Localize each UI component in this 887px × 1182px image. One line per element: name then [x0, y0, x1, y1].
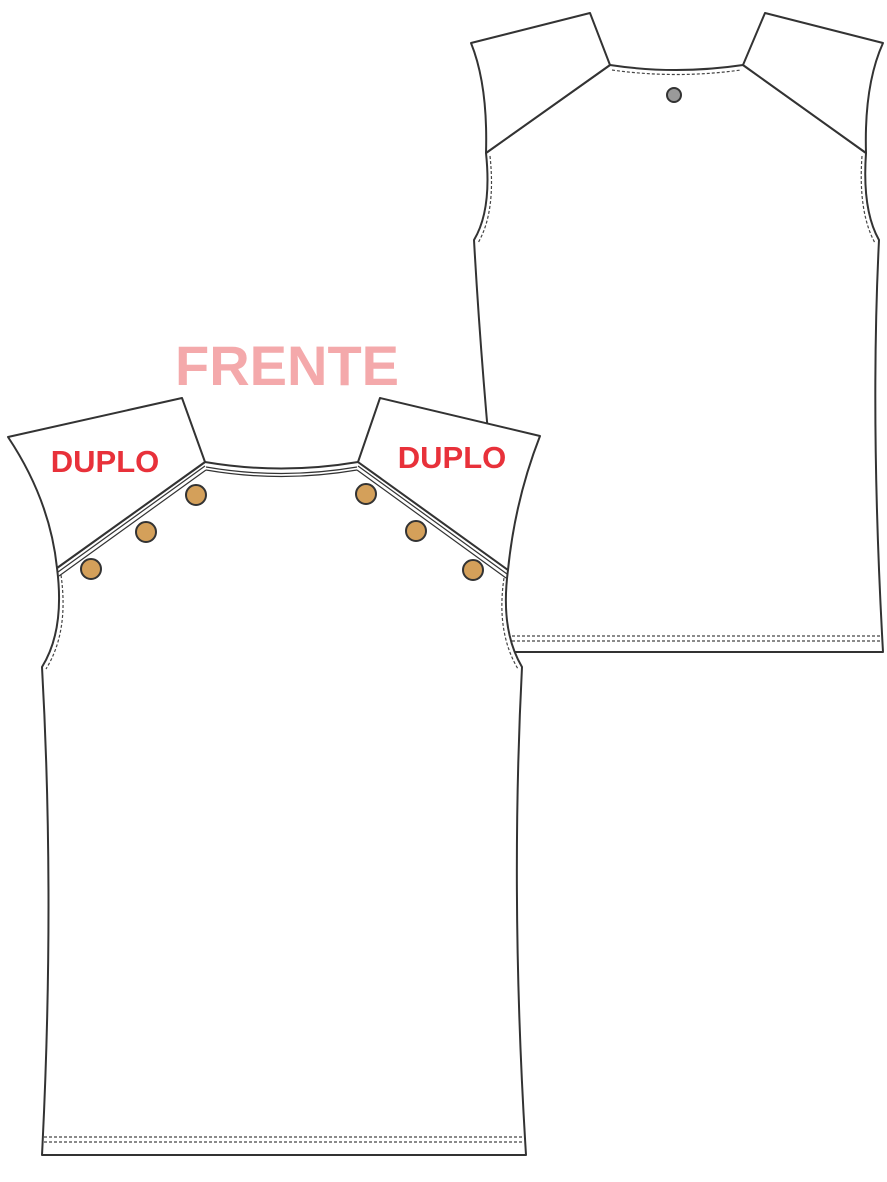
left-panel-label: DUPLO	[51, 444, 160, 479]
front-title: FRENTE	[175, 334, 399, 397]
front-right-armhole-stitch	[501, 577, 519, 670]
back-left-shoulder-panel	[470, 12, 611, 154]
back-left-armhole-stitch	[477, 155, 493, 244]
back-view	[470, 12, 884, 653]
front-button	[462, 559, 484, 581]
right-panel-label: DUPLO	[398, 440, 507, 475]
front-button	[185, 484, 207, 506]
front-button	[135, 521, 157, 543]
front-button	[355, 483, 377, 505]
front-right-shoulder-panel	[357, 397, 541, 571]
front-left-raglan-binding	[57, 465, 207, 577]
front-right-raglan-binding	[356, 465, 508, 579]
front-neck-binding	[205, 469, 358, 478]
front-view: FRENTE DUPLO DUPLO	[7, 334, 541, 1156]
back-button	[666, 87, 682, 103]
back-right-armhole-stitch	[860, 155, 876, 244]
back-right-shoulder-panel	[742, 12, 884, 154]
front-button	[80, 558, 102, 580]
front-body	[41, 461, 527, 1156]
front-left-armhole-stitch	[45, 574, 64, 670]
back-body	[473, 64, 884, 653]
front-left-shoulder-panel	[7, 397, 206, 569]
front-neck-binding	[205, 466, 358, 475]
front-button	[405, 520, 427, 542]
